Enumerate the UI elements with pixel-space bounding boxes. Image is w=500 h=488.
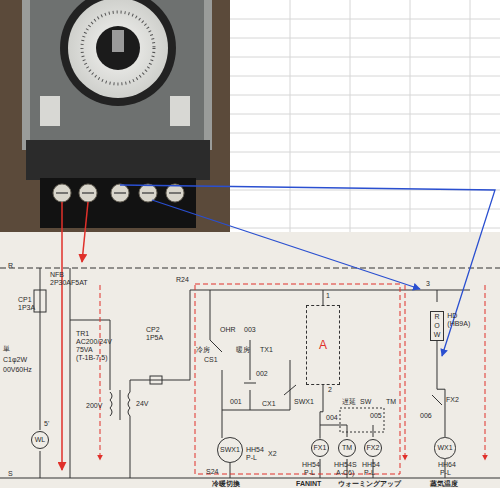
schematic-label: SW: [360, 398, 371, 406]
node-text: FX1: [314, 444, 327, 452]
schematic-label: (T-1B-7.5): [76, 354, 108, 362]
schematic-label: 24V: [136, 400, 148, 408]
schematic-wires: [0, 268, 500, 478]
schematic-label: 003: [244, 326, 256, 334]
node-text: W: [434, 331, 441, 339]
schematic-label: 200V: [86, 402, 102, 410]
red-markup: [62, 202, 485, 474]
schematic-label: 001: [230, 398, 242, 406]
schematic-label: ウォーミングアップ: [338, 480, 401, 488]
schematic-label: R: [8, 262, 13, 270]
schematic-label: CX1: [262, 400, 276, 408]
schematic-label: R24: [176, 276, 189, 284]
node-text: WX1: [437, 444, 452, 452]
schematic-label: P-L: [364, 469, 375, 477]
schematic-label: 1P5A: [146, 334, 163, 342]
schematic-label: 冷房: [196, 346, 210, 354]
schematic-label: 75VA: [76, 346, 93, 354]
node-text: A: [319, 341, 327, 349]
relay-coil: SWX1: [217, 437, 243, 463]
relay-coil: WX1: [434, 437, 455, 458]
schematic-label: X2: [268, 450, 277, 458]
schematic-label: 1: [326, 292, 330, 300]
schematic-label: 2P30AF5AT: [50, 279, 88, 287]
node-text: R: [434, 313, 439, 321]
schematic-label: 2: [328, 386, 332, 394]
schematic-label: P-L: [246, 454, 257, 462]
schematic-label: 3: [426, 280, 430, 288]
schematic-label: NFB: [50, 271, 64, 279]
schematic-label: OHR: [220, 326, 236, 334]
contact-box: A: [306, 305, 340, 385]
schematic-label: C1φ2W: [3, 356, 27, 364]
blue-arrows: [120, 185, 495, 356]
node-text: WL: [35, 436, 46, 444]
schematic-label: 006: [420, 412, 432, 420]
schematic-label: 004: [326, 414, 338, 422]
schematic-label: HH54: [246, 446, 264, 454]
schematic-label: TR1: [76, 330, 89, 338]
schematic-label: 単: [3, 345, 10, 353]
schematic-label: 暖房: [236, 346, 250, 354]
schematic-label: CP2: [146, 326, 160, 334]
schematic-label: 005: [370, 412, 382, 420]
node-text: SWX1: [220, 446, 240, 454]
node-text: (HB9A): [447, 320, 470, 328]
spreadsheet-grid: [230, 0, 500, 232]
timer-photo: [0, 0, 230, 232]
node-text: FX2: [367, 444, 380, 452]
schematic-label: 1P3A: [18, 304, 35, 312]
side-heading: HD(HB9A): [443, 312, 470, 328]
schematic-label: 冷暖切換: [212, 480, 240, 488]
schematic-label: 蒸気温度: [430, 480, 458, 488]
wire-connector: [437, 341, 445, 437]
lamp-circle: WL: [31, 431, 49, 449]
schematic-label: CS1: [204, 356, 218, 364]
schematic-label: AC200/24V: [76, 338, 112, 346]
schematic-label: 遅延: [342, 398, 356, 406]
schematic-label: CP1: [18, 296, 32, 304]
schematic-label: A-C6): [336, 469, 354, 477]
schematic-label: TX1: [260, 346, 273, 354]
schematic-label: 002: [256, 370, 268, 378]
schematic-label: 00V60Hz: [3, 366, 32, 374]
node-text: TM: [342, 444, 352, 452]
schematic-label: FANINT: [296, 480, 321, 488]
schematic-label: P-L: [440, 469, 451, 477]
schematic-label: HH54: [362, 461, 380, 469]
schematic-label: P-L: [304, 469, 315, 477]
schematic-label: HH54: [302, 461, 320, 469]
schematic-label: S24: [206, 468, 218, 476]
schematic-label: 5': [44, 420, 49, 428]
node-text: HD: [447, 312, 470, 320]
thermostat-box: ROWHD(HB9A): [430, 311, 445, 341]
schematic-label: HH64: [438, 461, 456, 469]
schematic-label: FX2: [446, 396, 459, 404]
schematic-label: S: [8, 470, 13, 478]
schematic-label: TM: [386, 398, 396, 406]
schematic-label: HH54S: [334, 461, 357, 469]
schematic-label: SWX1: [294, 398, 314, 406]
timer-coil: TM: [338, 439, 356, 457]
node-text: O: [434, 322, 439, 330]
schematic-paper: [0, 232, 500, 488]
wire-connector: [320, 385, 323, 439]
